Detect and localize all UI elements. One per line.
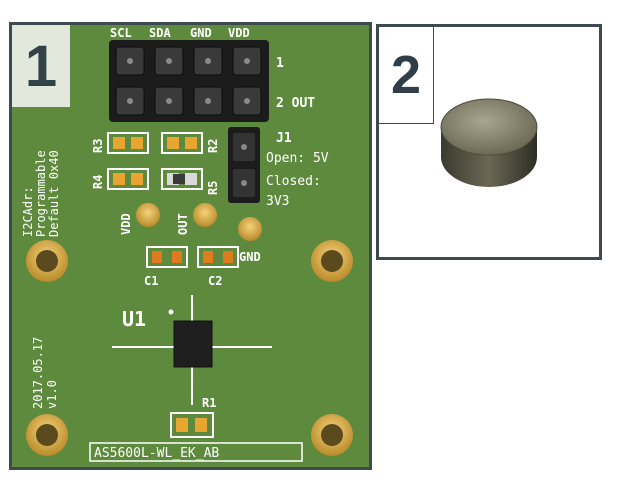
test-pad-out [193,203,217,227]
jumper-closed-value: 3V3 [266,194,289,209]
i2c-address-text: I2CAdr: Programmable Default 0x40 [21,150,61,237]
product-label: AS5600L-WL_EK_AB [94,446,219,461]
panel-badge-2: 2 [379,27,434,124]
resistor-r3 [107,132,149,154]
panel-badge-1: 1 [12,25,70,107]
jumper-closed-text: Closed: [266,174,321,189]
magnet-panel [376,24,602,260]
svg-text:2017.05.17: 2017.05.17 [31,337,45,409]
jumper-label: J1 [276,131,292,146]
svg-text:v1.0: v1.0 [45,380,59,409]
resistor-r4 [107,168,149,190]
mounting-hole-tl [26,240,68,282]
label-u1: U1 [122,307,146,331]
svg-text:Programmable: Programmable [34,150,48,237]
label-r1: R1 [202,396,216,410]
mounting-hole-bl [26,414,68,456]
jumper-j1 [228,127,260,203]
label-c2: C2 [208,274,222,288]
pin-header [109,40,269,122]
mounting-hole-br [311,414,353,456]
header-label-vdd: VDD [228,26,250,40]
capacitor-c1 [146,246,188,268]
label-r4: R4 [91,175,105,189]
mounting-hole-tr [311,240,353,282]
chip-u1 [173,320,213,368]
resistor-r1 [170,412,214,438]
label-r5: R5 [206,181,220,195]
pcb-board-panel: SCL SDA GND VDD 1 2 OUT I2CAdr: Programm… [9,22,372,470]
product-label-box [89,442,303,462]
pcb-illustration: SCL SDA GND VDD 1 2 OUT I2CAdr: Programm… [12,25,369,467]
jumper-open-text: Open: 5V [266,151,329,166]
row-label-1: 1 [276,56,284,71]
capacitor-c2 [197,246,239,268]
label-gnd-pad: GND [239,250,261,264]
svg-text:I2CAdr:: I2CAdr: [21,186,35,237]
header-label-scl: SCL [110,26,132,40]
resistor-r2 [161,132,203,154]
label-r2: R2 [206,139,220,153]
label-out-pad: OUT [176,213,190,235]
header-label-sda: SDA [149,26,171,40]
svg-text:Default 0x40: Default 0x40 [47,150,61,237]
date-version-text: 2017.05.17 v1.0 [31,337,59,409]
row-label-2-out: 2 OUT [276,96,315,111]
resistor-r5 [161,168,203,190]
test-pad-vdd [136,203,160,227]
label-r3: R3 [91,139,105,153]
label-c1: C1 [144,274,158,288]
magnet-image [440,98,538,187]
test-pad-gnd [238,217,262,241]
label-vdd-pad: VDD [119,213,133,235]
header-label-gnd: GND [190,26,212,40]
pin1-dot [168,309,174,315]
